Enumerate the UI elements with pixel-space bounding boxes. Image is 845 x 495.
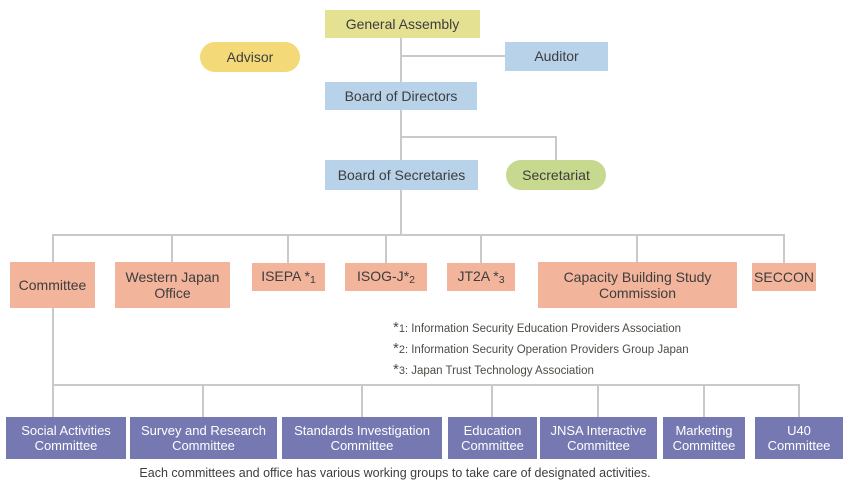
- node-label: SECCON: [754, 268, 814, 285]
- node-label: Marketing: [675, 423, 733, 438]
- footnote-text: Information Security Education Providers…: [411, 323, 681, 335]
- node-label: Capacity Building Study: [563, 268, 712, 285]
- node-advisor: Advisor: [200, 42, 300, 72]
- node-label: Committee: [18, 276, 87, 293]
- connector-bos-main: [400, 190, 402, 236]
- connector-bod-bos: [400, 110, 402, 160]
- connector-drop-isepa: [287, 234, 289, 263]
- connector-drop-u40: [798, 384, 800, 417]
- footnote-marker: *: [304, 267, 310, 284]
- node-label: Secretariat: [522, 166, 590, 183]
- node-label: Social Activities: [21, 423, 111, 438]
- connector-drop-marketing: [703, 384, 705, 417]
- connector-drop-capacity: [636, 234, 638, 263]
- node-board-of-secretaries: Board of Secretaries: [325, 160, 478, 190]
- node-committee: Committee: [10, 262, 95, 308]
- connector-drop-education: [491, 384, 493, 417]
- node-seccon: SECCON: [752, 263, 816, 291]
- connector-drop-wjo: [171, 234, 173, 263]
- node-label: Auditor: [534, 48, 579, 65]
- connector-drop-isogj: [385, 234, 387, 263]
- connector-secretariat-h: [400, 136, 557, 138]
- node-board-of-directors: Board of Directors: [325, 82, 477, 110]
- node-label: Board of Secretaries: [337, 166, 466, 183]
- node-label: General Assembly: [345, 15, 460, 32]
- node-secretariat: Secretariat: [506, 160, 606, 190]
- connector-drop-standards: [361, 384, 363, 417]
- node-label: Standards Investigation: [294, 423, 430, 438]
- connector-ga-bod: [400, 38, 402, 83]
- footnote-text: Japan Trust Technology Association: [411, 365, 594, 377]
- node-label: Advisor: [226, 48, 274, 65]
- caption: Each committees and office has various w…: [139, 466, 651, 480]
- node-label: Board of Directors: [344, 87, 458, 104]
- node-isepa: ISEPA *1: [252, 263, 325, 291]
- node-general-assembly: General Assembly: [325, 10, 480, 38]
- node-label: ISOG-J: [357, 267, 404, 284]
- node-label: Western Japan: [125, 268, 220, 285]
- connector-secretariat-v: [555, 136, 557, 161]
- node-jt2a: JT2A *3: [447, 263, 515, 291]
- footnote-marker: *: [493, 267, 499, 284]
- footnote-1: *1: Information Security Education Provi…: [393, 319, 681, 336]
- footnotes: *1: Information Security Education Provi…: [393, 318, 689, 381]
- connector-bottom-horizontal: [52, 384, 800, 386]
- connector-drop-jt2a: [480, 234, 482, 263]
- connector-main-horizontal: [52, 234, 785, 236]
- node-auditor: Auditor: [505, 42, 608, 71]
- connector-drop-committee: [52, 234, 54, 263]
- connector-drop-interactive: [597, 384, 599, 417]
- connector-drop-survey: [202, 384, 204, 417]
- node-label: JNSA Interactive: [550, 423, 647, 438]
- connector-auditor: [400, 55, 505, 57]
- footnote-marker: *: [403, 267, 410, 284]
- node-label: ISEPA: [261, 267, 305, 284]
- footnote-2: *2: Information Security Operation Provi…: [393, 340, 689, 357]
- node-label: Education: [463, 423, 522, 438]
- node-label: Survey and Research: [140, 423, 266, 438]
- node-label: U40: [787, 423, 811, 438]
- node-label: JT2A: [457, 267, 494, 284]
- connector-committee-down: [52, 308, 54, 418]
- connector-drop-seccon: [783, 234, 785, 263]
- footnote-text: Information Security Operation Providers…: [411, 344, 689, 356]
- node-isog-j: ISOG-J*2: [345, 263, 427, 291]
- footnote-3: *3: Japan Trust Technology Association: [393, 361, 594, 378]
